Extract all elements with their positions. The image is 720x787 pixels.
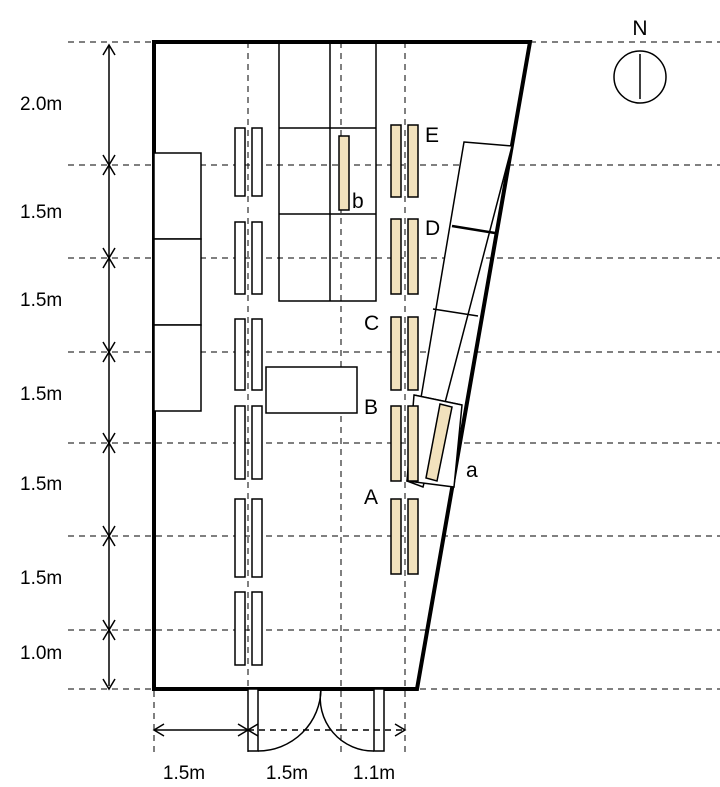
marker-D: D [425,217,440,240]
right-bar-column [390,124,419,575]
marker-A: A [364,486,378,509]
highlight-b [338,135,350,211]
column-dimension-arrows [152,723,407,737]
right-slanted-cabinets [406,141,513,488]
left-wall-cabinets [153,152,202,412]
column-dimension-labels: 1.5m 1.5m 1.1m [163,763,395,784]
row-dimension-labels: 2.0m 1.5m 1.5m 1.5m 1.5m 1.5m 1.0m [20,94,62,664]
row-dimension-label: 1.5m [20,202,62,223]
row-dimension-label: 1.5m [20,384,62,405]
top-center-table-grid [278,41,377,302]
row-dimension-label: 1.5m [20,474,62,495]
marker-C: C [364,312,379,335]
row-dimension-label: 2.0m [20,94,62,115]
room-outline [152,40,533,691]
marker-B: B [364,396,378,419]
door-swings [247,688,385,752]
row-dimension-label: 1.5m [20,568,62,589]
horizontal-grid-lines [68,41,720,690]
marker-a: a [466,459,478,482]
middle-table [265,366,358,414]
column-dimension-label: 1.1m [353,763,395,784]
left-bar-column [234,127,263,666]
highlight-a [425,403,453,482]
compass: N [613,17,667,104]
row-dimension-label: 1.0m [20,643,62,664]
row-dimension-label: 1.5m [20,290,62,311]
column-dimension-label: 1.5m [266,763,308,784]
letter-markers: E D C B A a b [352,124,478,509]
row-dimension-arrows [102,43,116,691]
column-dimension-label: 1.5m [163,763,205,784]
marker-b: b [352,190,364,213]
compass-label: N [632,17,647,40]
marker-E: E [425,124,439,147]
